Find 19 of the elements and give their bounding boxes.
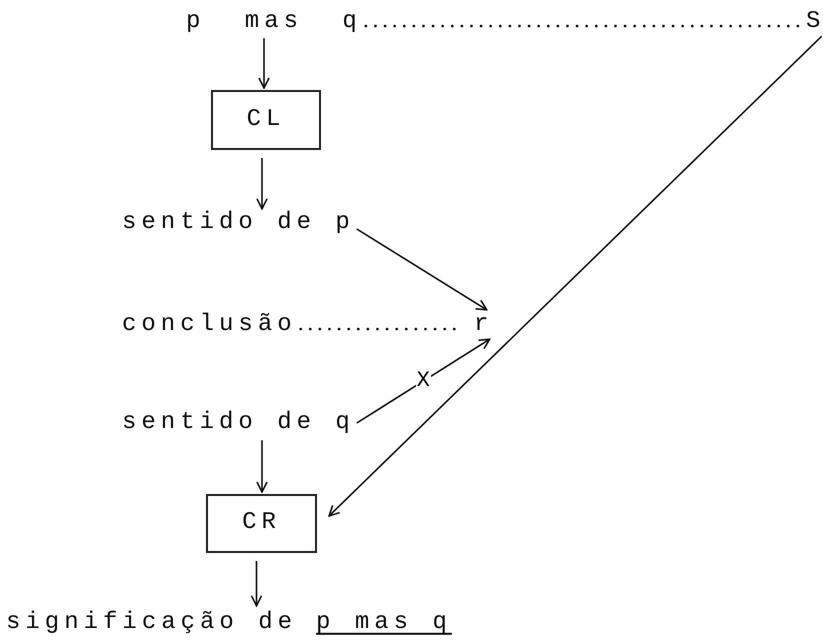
- text-label: sentido de p: [122, 210, 355, 236]
- text-label: sentido de q: [122, 410, 355, 436]
- text-label: S: [806, 8, 823, 36]
- arrow: [256, 158, 268, 210]
- arrow: [356, 228, 488, 311]
- arrow: [328, 36, 822, 517]
- process-box: [206, 494, 317, 553]
- arrow: [356, 338, 490, 424]
- box-label: CL: [246, 106, 286, 134]
- box-label: CR: [242, 510, 281, 537]
- underlined-text: p mas q: [316, 610, 452, 636]
- arrow: [256, 440, 268, 493]
- text-label: p mas q: [186, 8, 362, 36]
- arrow: [250, 561, 262, 607]
- text-label: conclusão: [122, 312, 297, 338]
- text-label: significação de: [6, 610, 298, 636]
- arrow: [258, 38, 270, 89]
- process-box: [211, 90, 321, 150]
- text-label: r: [474, 312, 494, 338]
